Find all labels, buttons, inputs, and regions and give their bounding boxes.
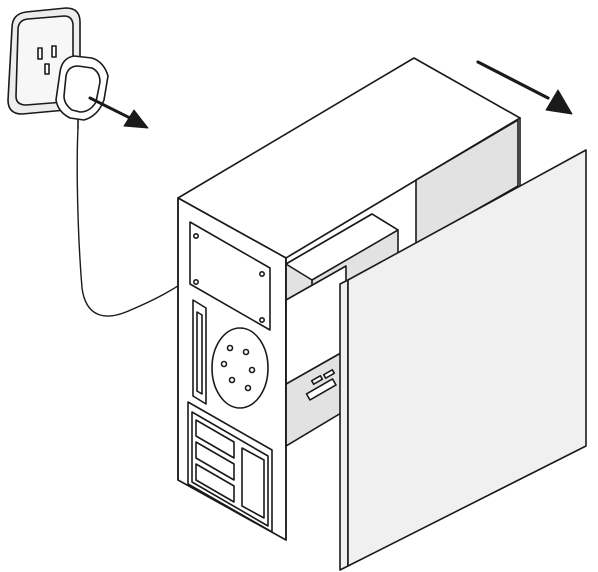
outlet-slot-earth [44, 63, 50, 75]
outlet-slot-left [37, 47, 43, 60]
port-slot-2 [195, 441, 235, 481]
io-panel-plate [189, 221, 271, 331]
side-panel-face [347, 149, 587, 567]
screw-1 [193, 233, 200, 240]
adapter-front-face [63, 65, 101, 113]
interior-port-bracket [305, 368, 337, 401]
power-adapter[interactable] [55, 55, 109, 129]
screw-4 [258, 316, 265, 323]
side-panel[interactable] [339, 149, 587, 571]
tower-edge [177, 197, 287, 541]
fan-grill [211, 327, 269, 409]
interior-shelf-top [285, 213, 399, 281]
outlet-slot-right [51, 45, 57, 58]
port-slot-3 [195, 463, 235, 503]
side-panel-edge [339, 279, 349, 571]
port-slot-tall [241, 447, 265, 519]
interior-drive-bay-upper [415, 119, 519, 245]
screw-2 [258, 270, 265, 277]
power-cable [76, 127, 204, 317]
panel-slide-arrow [476, 60, 573, 115]
expansion-slot-inner [196, 311, 203, 395]
unplug-arrow [88, 96, 149, 129]
screw-3 [193, 278, 200, 285]
port-slot-1 [195, 419, 235, 459]
